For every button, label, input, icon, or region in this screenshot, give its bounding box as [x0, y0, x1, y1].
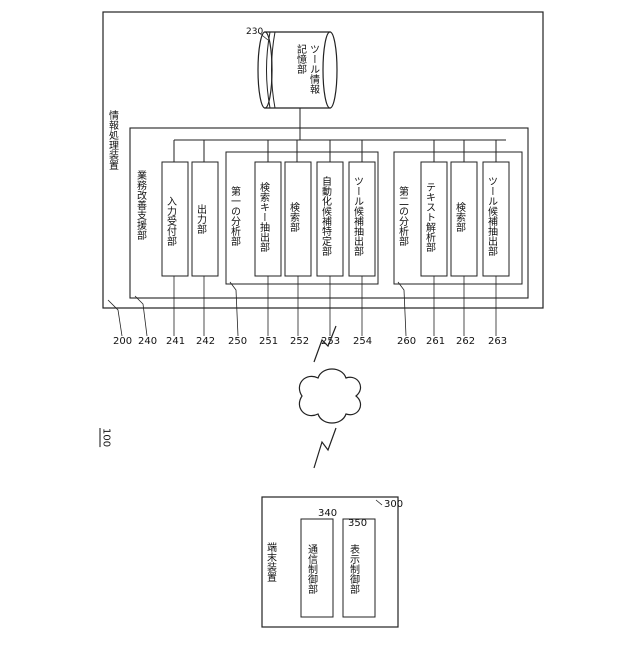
first-analysis-label: 第一の分析部	[229, 185, 241, 247]
reference-leaders	[108, 276, 496, 336]
second-search-label: 検索部	[454, 201, 466, 233]
system-ref-100: 100	[101, 428, 112, 447]
comm-control-ref: 340	[318, 508, 337, 519]
ref-261: 261	[426, 336, 445, 347]
automation-candidate-label: 自動化候補特定部	[320, 175, 332, 257]
second-tool-candidate-label: ツール候補抽出部	[486, 176, 498, 257]
tool-info-storage-label-line2: 記憶部	[295, 43, 307, 75]
first-search-label: 検索部	[288, 201, 300, 233]
network-cloud-icon	[299, 369, 360, 423]
first-tool-candidate-label: ツール候補抽出部	[352, 176, 364, 257]
ref-241: 241	[166, 336, 185, 347]
ref-263: 263	[488, 336, 507, 347]
text-analysis-label: テキスト解析部	[424, 182, 436, 253]
ref-254: 254	[353, 336, 372, 347]
output-label: 出力部	[195, 203, 207, 235]
terminal-device-label: 端末装置	[265, 541, 277, 582]
tool-info-storage-label-line1: ツール情報	[308, 44, 320, 95]
display-control-ref: 350	[348, 518, 367, 529]
leader-line	[135, 296, 147, 336]
leader-line	[230, 282, 238, 336]
ref-252: 252	[290, 336, 309, 347]
ref-240: 240	[138, 336, 157, 347]
search-key-extraction-label: 検索キー抽出部	[258, 181, 270, 253]
ref-251: 251	[259, 336, 278, 347]
business-support-label: 業務改善支援部	[135, 169, 147, 241]
comm-control-label: 通信制御部	[306, 544, 318, 595]
info-processing-device-label: 情報処理装置	[107, 109, 119, 170]
terminal-leader	[376, 500, 382, 505]
second-analysis-label: 第二の分析部	[397, 185, 409, 247]
display-control-label: 表示制御部	[348, 543, 360, 595]
ref-260: 260	[397, 336, 416, 347]
tool-info-storage-ref: 230	[246, 27, 263, 37]
ref-262: 262	[456, 336, 475, 347]
terminal-device-ref: 300	[384, 499, 403, 510]
leader-line	[108, 300, 122, 336]
input-reception-label: 入力受付部	[165, 196, 177, 247]
ref-200: 200	[113, 336, 132, 347]
leader-line	[398, 282, 406, 336]
ref-242: 242	[196, 336, 215, 347]
lower-lightning-icon	[314, 428, 336, 468]
ref-250: 250	[228, 336, 247, 347]
